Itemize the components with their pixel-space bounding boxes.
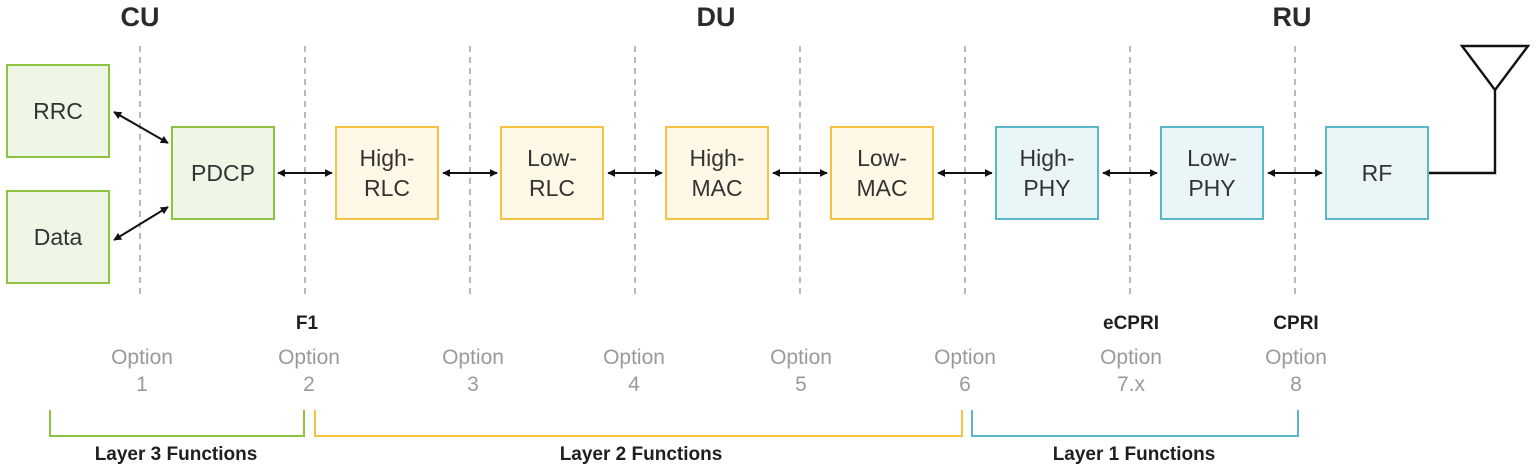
layer2-bracket [314, 410, 963, 437]
layer3-bracket [49, 410, 305, 437]
high-phy-block: High- PHY [995, 126, 1099, 220]
arrow-rrc-pdcp [113, 111, 169, 144]
f1-interface-label: F1 [295, 313, 319, 334]
option-word: Option [770, 346, 832, 369]
ru-header: RU [1272, 2, 1312, 32]
option-number: 4 [628, 373, 640, 396]
high-rlc-block: High- RLC [335, 126, 439, 220]
option-word: Option [1265, 346, 1327, 369]
layer1-functions-label: Layer 1 Functions [1052, 444, 1216, 465]
rrc-block: RRC [6, 64, 110, 158]
option-word: Option [1100, 346, 1162, 369]
layer3-functions-label: Layer 3 Functions [94, 444, 258, 465]
option-number: 6 [959, 373, 971, 396]
option-8-label: Option 8 [1265, 344, 1327, 398]
option-5-label: Option 5 [770, 344, 832, 398]
option-word: Option [278, 346, 340, 369]
data-block: Data [6, 190, 110, 284]
cu-header: CU [120, 2, 160, 32]
arrow-data-pdcp [113, 206, 169, 241]
option-number: 5 [795, 373, 807, 396]
antenna-icon [1429, 44, 1531, 175]
option-number: 3 [467, 373, 479, 396]
option-word: Option [934, 346, 996, 369]
option-7x-label: Option 7.x [1100, 344, 1162, 398]
layer2-functions-label: Layer 2 Functions [559, 444, 723, 465]
option-word: Option [603, 346, 665, 369]
option-4-label: Option 4 [603, 344, 665, 398]
cpri-interface-label: CPRI [1273, 313, 1319, 334]
option-word: Option [111, 346, 173, 369]
pdcp-block: PDCP [171, 126, 275, 220]
option-number: 2 [303, 373, 315, 396]
option-2-label: Option 2 [278, 344, 340, 398]
option-word: Option [442, 346, 504, 369]
option-number: 7.x [1116, 373, 1145, 396]
option-number: 1 [136, 373, 148, 396]
option-number: 8 [1290, 373, 1302, 396]
rf-block: RF [1325, 126, 1429, 220]
option-3-label: Option 3 [442, 344, 504, 398]
option-6-label: Option 6 [934, 344, 996, 398]
low-phy-block: Low- PHY [1160, 126, 1264, 220]
ecpri-interface-label: eCPRI [1103, 313, 1159, 334]
low-mac-block: Low- MAC [830, 126, 934, 220]
du-header: DU [696, 2, 736, 32]
low-rlc-block: Low- RLC [500, 126, 604, 220]
option-1-label: Option 1 [111, 344, 173, 398]
layer1-bracket [971, 410, 1299, 437]
high-mac-block: High- MAC [665, 126, 769, 220]
